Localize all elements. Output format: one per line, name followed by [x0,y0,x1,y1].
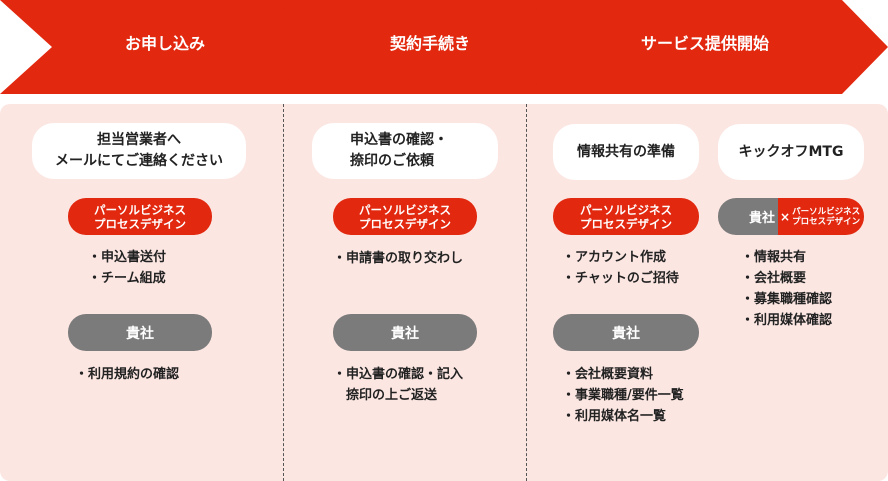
company-name-line1: パーソルビジネス [359,202,451,217]
col2-client-tasks: 申込書の確認・記入 捺印の上ご返送 [333,364,463,406]
company-name-line2: プロセスデザイン [359,216,451,231]
col3-client-tasks: 会社概要資料 事業職種/要件一覧 利用媒体名一覧 [562,364,684,427]
step-label-service-start: サービス提供開始 [640,34,769,53]
col3-company-badge: パーソルビジネス プロセスデザイン [553,198,699,235]
col1-company-badge: パーソルビジネス プロセスデザイン [68,198,212,235]
list-item: チーム組成 [88,268,166,289]
joint-company-line2: プロセスデザイン [792,216,861,227]
col1-company-tasks: 申込書送付 チーム組成 [88,247,166,289]
list-item-continued: 捺印の上ご返送 [346,388,438,403]
step-arrow-2 [275,0,580,94]
step-label-contract: 契約手続き [389,34,470,53]
col4-joint-badge: 貴社 × パーソルビジネス プロセスデザイン [718,198,864,235]
col1-client-badge: 貴社 [68,314,212,351]
col1-bubble-line1: 担当営業者へ [97,132,181,148]
company-name-line2: プロセスデザイン [94,216,186,231]
list-item: 申請書の取り交わし [333,248,463,269]
list-item: 会社概要 [741,268,832,289]
step-label-application: お申し込み [124,34,205,53]
step-arrow-3 [527,0,888,94]
column-divider-1 [283,104,284,481]
col2-bubble-line1: 申込書の確認・ [350,132,448,148]
joint-company-line1: パーソルビジネス [792,206,861,217]
col4-tasks: 情報共有 会社概要 募集職種確認 利用媒体確認 [741,247,832,331]
column-divider-2 [526,104,527,481]
col1-client-tasks: 利用規約の確認 [75,364,179,385]
list-item: 募集職種確認 [741,289,832,310]
col2-company-tasks: 申請書の取り交わし [333,248,463,269]
col1-bubble-line2: メールにてご連絡ください [55,153,223,169]
col2-client-badge: 貴社 [333,314,477,351]
list-item: 利用媒体名一覧 [562,406,684,427]
col3-client-badge: 貴社 [553,314,699,351]
list-item: 情報共有 [741,247,832,268]
col2-bubble: 申込書の確認・ 捺印のご依頼 [312,123,498,179]
list-item: アカウント作成 [562,247,679,268]
list-item: 申込書の確認・記入 [333,364,463,385]
joint-times-sign: × [780,209,791,224]
list-item: 申込書送付 [88,247,166,268]
step-arrow-1 [0,0,330,94]
list-item: 事業職種/要件一覧 [562,385,684,406]
list-item: 会社概要資料 [562,364,684,385]
col3-company-tasks: アカウント作成 チャットのご招待 [562,247,679,289]
col2-bubble-line2: 捺印のご依頼 [350,153,434,169]
col2-company-badge: パーソルビジネス プロセスデザイン [333,198,477,235]
list-item: 利用規約の確認 [75,364,179,385]
list-item: チャットのご招待 [562,268,679,289]
joint-client-label: 貴社 [718,198,778,235]
joint-company-name: パーソルビジネス プロセスデザイン [792,207,860,227]
col3-bubble: 情報共有の準備 [553,124,699,180]
company-name-line1: パーソルビジネス [94,202,186,217]
company-name-line1: パーソルビジネス [580,202,672,217]
col1-bubble: 担当営業者へ メールにてご連絡ください [32,123,246,179]
joint-company-part: × パーソルビジネス プロセスデザイン [778,198,864,235]
col4-bubble: キックオフMTG [718,124,864,180]
company-name-line2: プロセスデザイン [580,216,672,231]
process-arrows [0,0,888,94]
list-item: 利用媒体確認 [741,310,832,331]
